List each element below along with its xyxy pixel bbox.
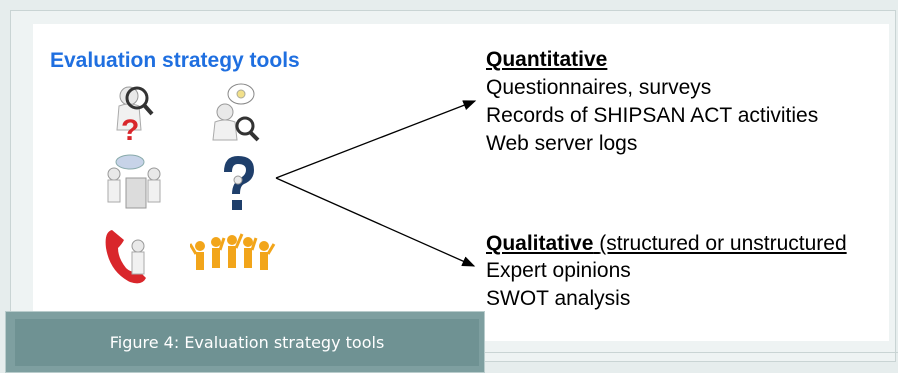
svg-text:?: ? <box>121 114 139 144</box>
qualitative-block: Qualitative (structured or unstructured … <box>486 232 847 313</box>
lightbulb-magnifier-icon <box>212 83 260 142</box>
qualitative-item: Expert opinions <box>486 259 631 282</box>
quantitative-item: Web server logs <box>486 132 638 155</box>
qualitative-heading: Qualitative <box>486 232 594 255</box>
quantitative-block: Quantitative Questionnaires, surveys Rec… <box>486 48 818 158</box>
question-mark-figure-icon <box>224 156 254 210</box>
figure-caption-box: Figure 4: Evaluation strategy tools <box>5 311 485 373</box>
qualitative-heading-line: Qualitative (structured or unstructured <box>486 232 847 256</box>
qualitative-item: SWOT analysis <box>486 287 631 310</box>
qualitative-note: (structured or unstructured <box>599 232 847 255</box>
telephone-figure-icon <box>105 230 146 284</box>
frame-divider <box>485 352 898 353</box>
quantitative-item: Records of SHIPSAN ACT activities <box>486 104 819 127</box>
celebrating-team-icon <box>190 233 276 270</box>
figure-caption: Figure 4: Evaluation strategy tools <box>15 319 479 366</box>
quantitative-item: Questionnaires, surveys <box>486 76 712 99</box>
team-sorting-icon <box>107 154 161 209</box>
quantitative-heading: Quantitative <box>486 48 608 71</box>
magnifier-question-icon: ? <box>116 86 154 144</box>
tools-title: Evaluation strategy tools <box>50 49 300 72</box>
slide-image <box>33 24 889 341</box>
